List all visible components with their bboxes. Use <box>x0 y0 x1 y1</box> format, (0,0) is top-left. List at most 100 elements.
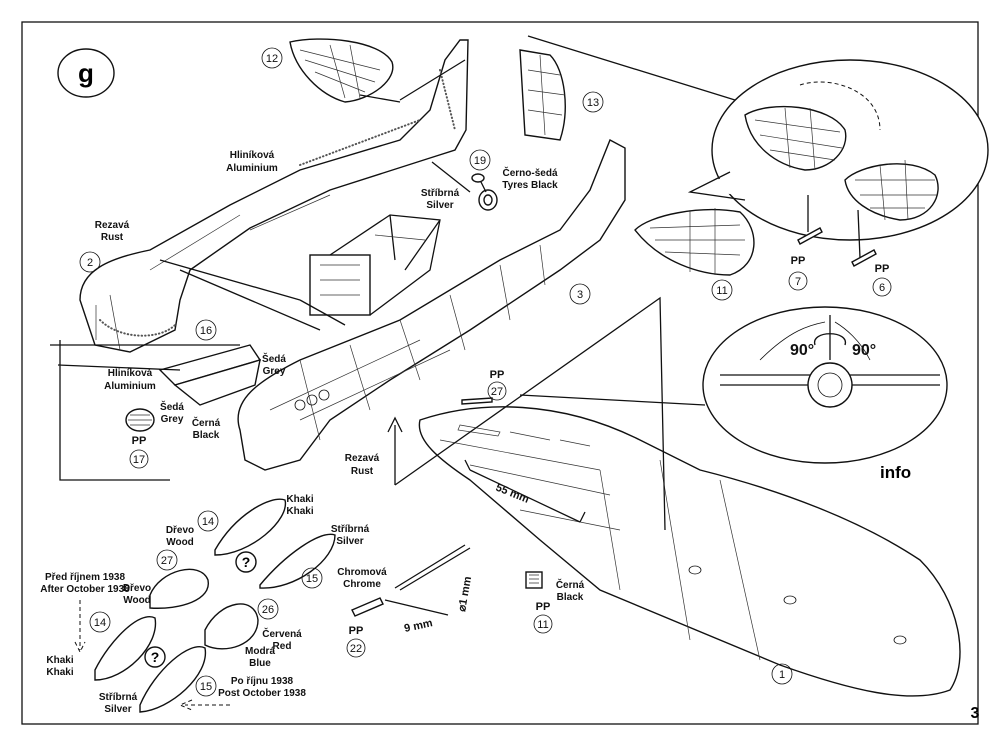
svg-text:Hliníková: Hliníková <box>108 368 153 379</box>
question-marks: ? ? <box>144 551 257 668</box>
svg-text:22: 22 <box>350 643 362 655</box>
svg-text:Wood: Wood <box>166 537 194 548</box>
svg-text:PP: PP <box>875 263 890 275</box>
step-badge: g <box>57 48 115 98</box>
rudder-part-12 <box>289 38 401 103</box>
svg-text:Black: Black <box>193 430 220 441</box>
svg-text:Blue: Blue <box>249 658 271 669</box>
svg-text:PP: PP <box>490 369 505 381</box>
svg-text:Khaki: Khaki <box>46 667 73 678</box>
svg-text:Rezavá: Rezavá <box>95 220 130 231</box>
panel-part-16 <box>158 344 262 406</box>
svg-text:1: 1 <box>779 669 785 681</box>
svg-text:Šedá: Šedá <box>262 352 286 365</box>
assembly-arrows <box>159 59 471 331</box>
svg-text:Tyres Black: Tyres Black <box>502 180 558 191</box>
svg-text:Dřevo: Dřevo <box>166 525 194 536</box>
svg-text:Rust: Rust <box>101 232 124 243</box>
note-post-oct-1938: Post October 1938 <box>218 688 306 699</box>
svg-text:?: ? <box>151 649 160 665</box>
svg-text:11: 11 <box>716 285 727 297</box>
hinge-pin-pp7 <box>797 227 823 245</box>
svg-text:Šedá: Šedá <box>160 400 184 413</box>
page-frame <box>21 21 979 725</box>
cockpit-structure <box>299 214 441 326</box>
note-po-rijnu-1938: Po říjnu 1938 <box>231 676 294 687</box>
svg-text:Silver: Silver <box>336 536 363 547</box>
svg-text:19: 19 <box>474 155 486 167</box>
part-number-circles: 12 13 19 2 3 11 16 14 15 27 26 14 15 1 <box>79 47 793 697</box>
svg-text:27: 27 <box>491 386 503 398</box>
svg-text:Red: Red <box>273 641 292 652</box>
dashed-arrow-left <box>178 699 230 711</box>
svg-text:15: 15 <box>200 681 212 693</box>
spinner-parts <box>94 498 336 713</box>
svg-text:15: 15 <box>306 573 318 585</box>
dim-9mm-line <box>384 599 449 616</box>
svg-text:Stříbrná: Stříbrná <box>331 524 370 535</box>
chrome-part-pp22 <box>351 597 384 617</box>
guide-line <box>394 296 666 531</box>
front-view-balloon <box>519 306 948 464</box>
period-notes: Před říjnem 1938 After October 1938 Po ř… <box>40 572 306 699</box>
svg-text:Modrá: Modrá <box>245 646 275 657</box>
dim-9mm-label: 9 mm <box>403 617 434 635</box>
svg-text:3: 3 <box>577 289 583 301</box>
up-arrow <box>387 416 403 485</box>
svg-text:Aluminium: Aluminium <box>104 381 156 392</box>
note-after-oct-1938: After October 1938 <box>40 584 130 595</box>
stabiliser-part-11 <box>634 208 755 276</box>
svg-text:16: 16 <box>200 325 212 337</box>
tail-detail-balloon <box>687 59 989 241</box>
svg-text:?: ? <box>242 554 251 570</box>
svg-text:27: 27 <box>161 555 173 567</box>
svg-text:14: 14 <box>94 617 106 629</box>
svg-text:Silver: Silver <box>426 200 453 211</box>
svg-text:11: 11 <box>537 619 548 631</box>
callout-line-a <box>527 35 736 101</box>
svg-text:Červená: Červená <box>262 627 302 640</box>
colour-labels: Rezavá Rust Hliníková Aluminium Černo-še… <box>46 150 584 715</box>
svg-text:Silver: Silver <box>104 704 131 715</box>
fuselage-half-left <box>79 39 469 353</box>
svg-text:Grey: Grey <box>263 366 286 377</box>
svg-text:Černo-šedá: Černo-šedá <box>502 166 557 179</box>
svg-text:6: 6 <box>879 282 885 294</box>
dashed-arrow-down <box>74 600 86 654</box>
elevator-part-13 <box>519 49 566 141</box>
step-letter: g <box>78 58 94 88</box>
fuselage-half-right-part-3 <box>237 139 626 471</box>
svg-text:Khaki: Khaki <box>46 655 73 666</box>
dim-1mm-label: ⌀1 mm <box>456 575 474 612</box>
pp-labels: PP 7 PP 6 PP 17 PP 27 PP 22 PP 11 <box>129 255 892 658</box>
svg-text:Černá: Černá <box>556 578 585 591</box>
svg-text:13: 13 <box>587 97 599 109</box>
rod-part <box>394 544 471 591</box>
svg-text:PP: PP <box>791 255 806 267</box>
svg-text:2: 2 <box>87 257 93 269</box>
info-label: info <box>880 463 911 482</box>
grille-pp11 <box>525 571 543 589</box>
dim-55mm-line <box>464 459 586 523</box>
svg-text:Hliníková: Hliníková <box>230 150 275 161</box>
angle-right: 90° <box>852 342 876 359</box>
part-pp27 <box>461 397 493 405</box>
svg-text:7: 7 <box>795 276 801 288</box>
svg-text:14: 14 <box>202 516 214 528</box>
svg-text:PP: PP <box>536 601 551 613</box>
angle-left: 90° <box>790 342 814 359</box>
hinge-pin-pp6 <box>851 249 877 267</box>
tail-wheel-part-19 <box>471 173 498 211</box>
svg-text:Wood: Wood <box>123 595 151 606</box>
wing-part-1 <box>418 406 961 697</box>
svg-text:Chrome: Chrome <box>343 579 381 590</box>
svg-text:Black: Black <box>557 592 584 603</box>
svg-text:Grey: Grey <box>161 414 184 425</box>
svg-text:Rust: Rust <box>351 466 374 477</box>
svg-text:Rezavá: Rezavá <box>345 453 380 464</box>
svg-text:Chromová: Chromová <box>337 567 387 578</box>
note-before-oct-1938: Před říjnem 1938 <box>45 572 125 583</box>
svg-text:PP: PP <box>132 435 147 447</box>
svg-text:Khaki: Khaki <box>286 494 313 505</box>
